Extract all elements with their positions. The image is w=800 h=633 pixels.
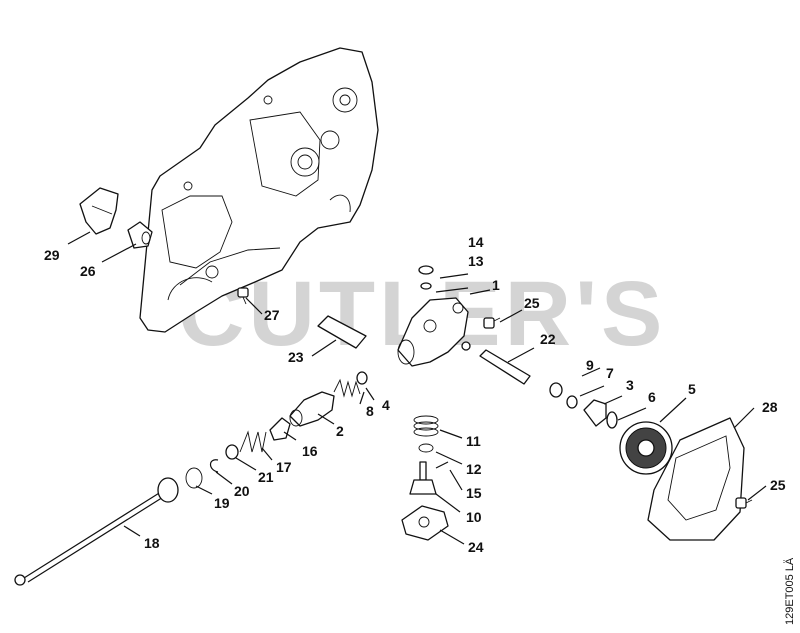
part-15-pin (435, 461, 449, 469)
callout-9: 9 (586, 357, 594, 373)
callout-26: 26 (80, 263, 96, 279)
part-11-spring (413, 415, 439, 437)
crankcase-housing (139, 47, 379, 333)
callout-14: 14 (468, 234, 484, 250)
callout-13: 13 (468, 253, 484, 269)
callout-5: 5 (688, 381, 696, 397)
part-22-pin (479, 349, 531, 385)
part-14-washer (418, 265, 434, 275)
callout-18: 18 (144, 535, 160, 551)
callout-20: 20 (234, 483, 250, 499)
drawing-code: 129ET005 LÄ (784, 557, 796, 625)
part-1-oil-pump-body (397, 297, 471, 367)
callout-4: 4 (382, 397, 390, 413)
part-24-cover (401, 505, 449, 541)
callout-3: 3 (626, 377, 634, 393)
part-5-sprocket (619, 421, 673, 475)
callout-19: 19 (214, 495, 230, 511)
part-19-o-ring (185, 467, 203, 489)
callout-22: 22 (540, 331, 556, 347)
callout-25-top: 25 (524, 295, 540, 311)
part-16-valve (269, 417, 291, 441)
part-7-washer (566, 395, 578, 409)
callout-12: 12 (466, 461, 482, 477)
part-12-o-ring (418, 443, 434, 453)
callout-16: 16 (302, 443, 318, 459)
part-8-spring (333, 378, 361, 398)
part-28-chain-cover-plate (647, 417, 745, 541)
callout-8: 8 (366, 403, 374, 419)
callout-21: 21 (258, 469, 274, 485)
part-29-bracket (79, 187, 119, 235)
callout-25-bottom: 25 (770, 477, 786, 493)
callout-29: 29 (44, 247, 60, 263)
callout-11: 11 (466, 433, 481, 449)
callout-1: 1 (492, 277, 500, 293)
callout-28: 28 (762, 399, 778, 415)
part-25-screw-bottom (735, 497, 753, 509)
part-21-washer (225, 444, 239, 460)
part-25-screw-top (483, 317, 501, 329)
part-6-ring (606, 411, 618, 429)
part-23-plate (317, 315, 367, 349)
part-20-snap-ring (209, 459, 219, 473)
part-9-washer (549, 382, 563, 398)
leader-lines (67, 231, 767, 545)
part-4-washer (356, 371, 368, 385)
part-2-pump-piston (289, 391, 335, 427)
callout-23: 23 (288, 349, 304, 365)
part-13-o-ring (420, 282, 432, 290)
part-27-screw (237, 287, 249, 305)
part-18-adjusting-rod (14, 477, 179, 586)
callout-2: 2 (336, 423, 344, 439)
callout-6: 6 (648, 389, 656, 405)
callout-17: 17 (276, 459, 292, 475)
callout-labels: 29 26 27 23 14 13 1 25 22 9 7 3 6 5 8 4 … (44, 234, 786, 555)
part-3-worm (583, 399, 607, 427)
callout-10: 10 (466, 509, 482, 525)
callout-15: 15 (466, 485, 482, 501)
callout-7: 7 (606, 365, 614, 381)
callout-24: 24 (468, 539, 484, 555)
callout-27: 27 (264, 307, 280, 323)
part-10-valve-stem (409, 461, 437, 495)
